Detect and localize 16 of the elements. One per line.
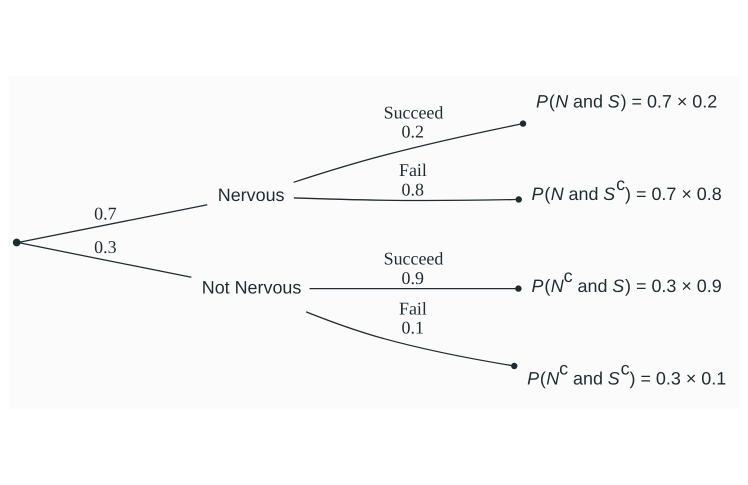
connector: [20, 242, 192, 278]
edge-label: Fail 0.8: [399, 160, 427, 200]
connector: [293, 120, 526, 183]
node-text: Nervous: [218, 185, 285, 206]
edge-label: Succeed 0.2: [384, 102, 444, 142]
connector: [310, 285, 522, 292]
edge-label: Fail 0.1: [399, 298, 427, 338]
connector: [294, 196, 522, 203]
connector: [20, 204, 208, 243]
connector: [306, 311, 518, 370]
node-text: Not Nervous: [202, 277, 302, 298]
edge-label: Succeed 0.9: [384, 248, 444, 288]
node-text: P(N and S) = 0.7 × 0.2: [536, 92, 718, 112]
edge-label: 0.7: [94, 204, 117, 224]
node-circle: [12, 238, 21, 246]
edge-label: 0.3: [94, 237, 117, 257]
